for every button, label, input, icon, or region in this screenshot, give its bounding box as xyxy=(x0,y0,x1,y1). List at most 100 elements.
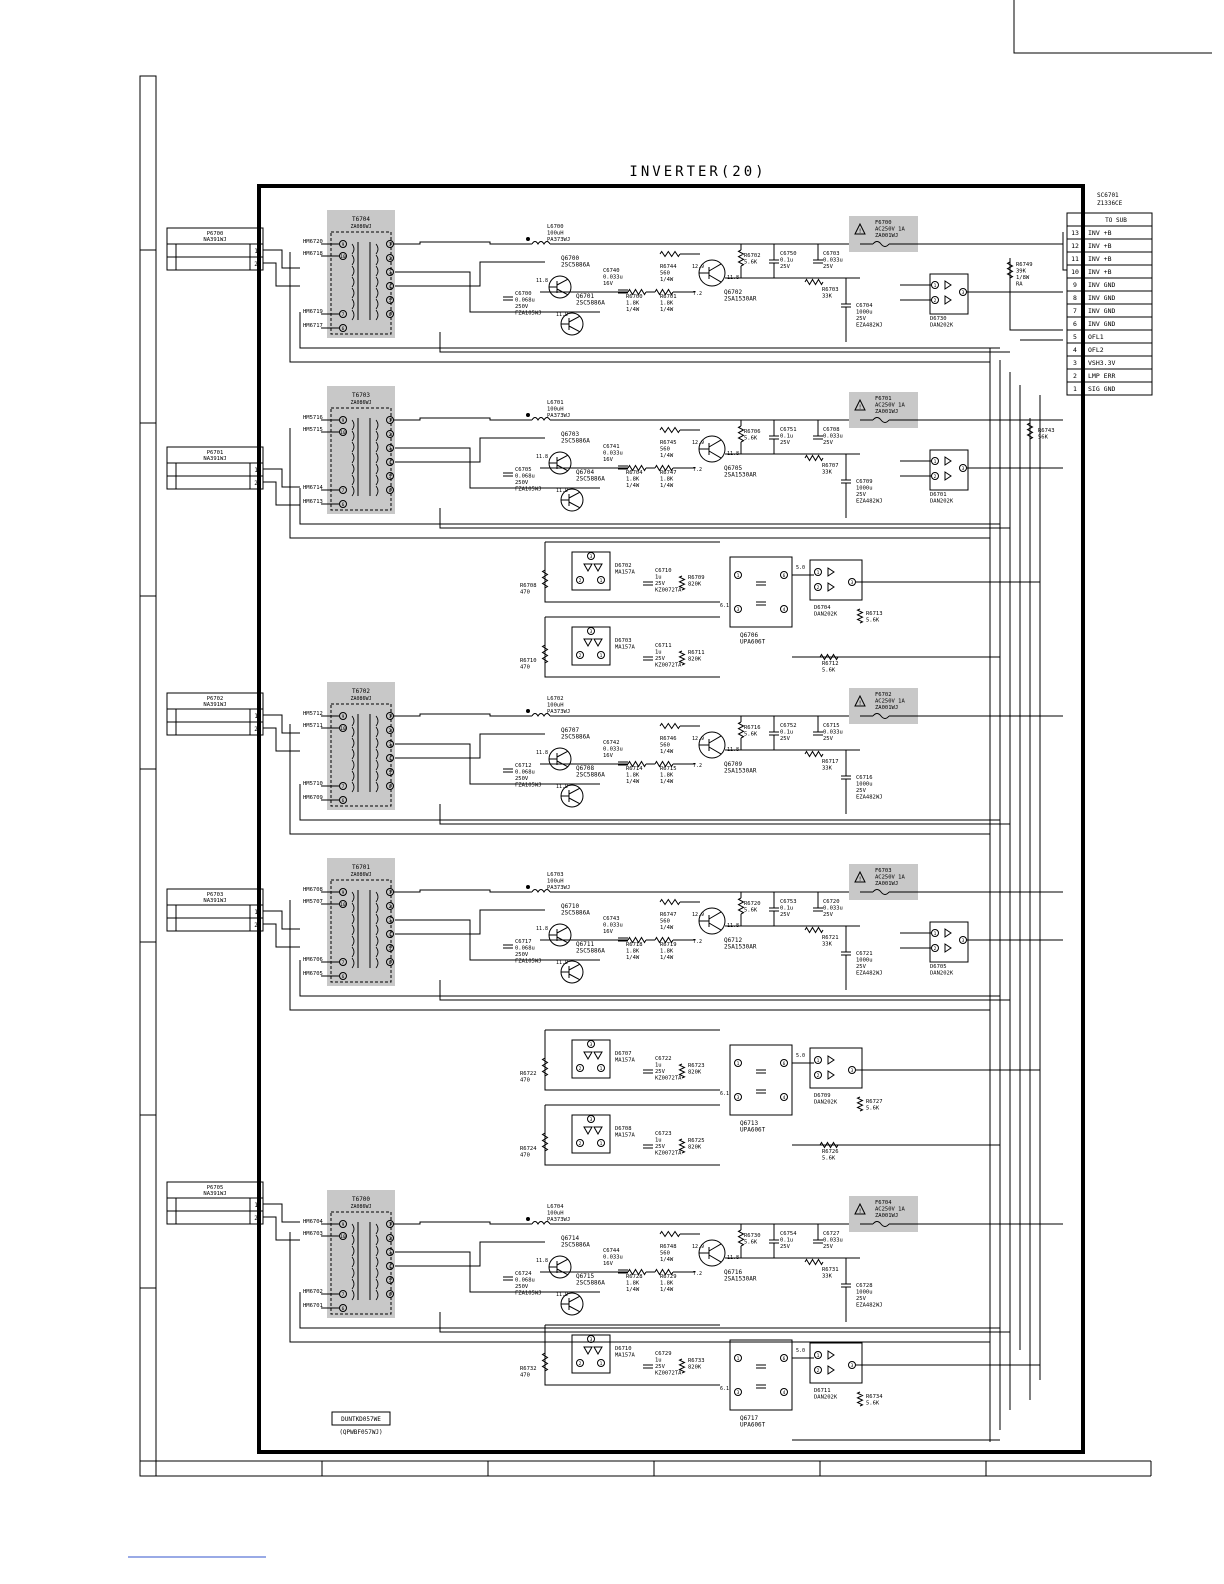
fuse-label: ZA001WJ xyxy=(875,409,898,415)
transformer-part: ZA086WJ xyxy=(350,1204,371,1210)
output-wire xyxy=(725,420,860,518)
pin-circle xyxy=(814,1071,822,1079)
detect-r2-label: R6733 xyxy=(688,1358,705,1364)
pin-circle xyxy=(780,605,788,613)
detect-r2-label: R6709 xyxy=(688,575,705,581)
r-d-label: 5.6K xyxy=(744,908,758,914)
inductor-label: PA373WJ xyxy=(547,885,570,891)
inverter-stage: T6704ZA086WJ91076123456HM6720HM6718HM671… xyxy=(289,210,1063,363)
fuse-label: ZA001WJ xyxy=(875,1213,898,1219)
sc-pin-number: 4 xyxy=(1073,346,1077,354)
pin-circle xyxy=(386,296,394,304)
c-b-label: 0.033u xyxy=(823,1238,843,1244)
pwb-part: (QPWBF057WJ) xyxy=(339,1429,382,1436)
c-big-label: C6728 xyxy=(856,1283,873,1289)
pin-circle xyxy=(576,1064,584,1072)
supply-wire xyxy=(394,241,860,245)
pin-circle xyxy=(386,916,394,924)
pin-number: 1 xyxy=(817,1353,820,1359)
q-upper-label: 2SC5886A xyxy=(561,262,590,269)
pin-circle xyxy=(339,972,347,980)
inductor-label: 100uH xyxy=(547,879,564,885)
pin-number: 6 xyxy=(389,488,392,494)
inductor-label: PA373WJ xyxy=(547,237,570,243)
r-d-label: 5.6K xyxy=(744,1240,758,1246)
tank-cap-label: FZA105WJ xyxy=(515,311,542,317)
connector-pin: 2 xyxy=(254,726,258,733)
transformer-ref: T6701 xyxy=(352,864,370,871)
c-b-label: 25V xyxy=(823,264,834,270)
node-voltage: 11.8 xyxy=(536,750,548,756)
pin-number: 7 xyxy=(342,960,345,966)
transistor-leads xyxy=(561,963,580,981)
detect-c-label: 1u xyxy=(655,1063,662,1069)
node-voltage: 6.1 xyxy=(720,1091,729,1097)
pin-number: 1 xyxy=(600,1141,603,1147)
resistor-symbol xyxy=(737,1229,745,1247)
pin-number: 3 xyxy=(962,938,965,944)
detect-d-out-label: D6711 xyxy=(814,1388,831,1394)
return-wire xyxy=(289,428,1010,539)
pin-circle xyxy=(597,1139,605,1147)
winding xyxy=(375,1223,379,1235)
q-upper-label: 2SC5886A xyxy=(561,734,590,741)
sc-pin-number: 8 xyxy=(1073,294,1077,302)
fuse-label: AC250V 1A xyxy=(875,403,905,409)
r-b-label: R6719 xyxy=(660,942,677,948)
node-voltage: 11.8 xyxy=(536,1258,548,1264)
connector-part: NA391WJ xyxy=(203,898,226,904)
supply-wire xyxy=(394,1221,860,1225)
pin-circle xyxy=(339,782,347,790)
pin-number: 3 xyxy=(851,1068,854,1074)
pin-circle xyxy=(814,568,822,576)
r-d-label: R6720 xyxy=(744,901,761,907)
winding xyxy=(375,1245,379,1257)
winding xyxy=(351,924,355,936)
r-e-label: 33K xyxy=(822,766,833,772)
pin-circle xyxy=(339,1304,347,1312)
transistor-leads xyxy=(561,491,580,509)
connector-pin: 1 xyxy=(254,713,258,720)
tank-cap-label: 0.068u xyxy=(515,946,535,952)
pin-number: 1 xyxy=(600,1066,603,1072)
pin-number: 3 xyxy=(590,1042,593,1048)
q-pnp-label: Q6702 xyxy=(724,289,742,296)
resistor-symbol xyxy=(541,644,549,664)
transistor-leads xyxy=(561,315,580,333)
c-big-label: EZA482WJ xyxy=(856,323,883,329)
resistor-symbol xyxy=(804,750,824,758)
pin-number: 1 xyxy=(389,418,392,424)
fuse-label: AC250V 1A xyxy=(875,699,905,705)
tank-cap-label: FZA105WJ xyxy=(515,487,542,493)
fuse-label: AC250V 1A xyxy=(875,1207,905,1213)
warning-icon xyxy=(854,870,866,883)
pin-circle xyxy=(339,428,347,436)
pin-circle xyxy=(848,1066,856,1074)
winding xyxy=(375,1278,379,1290)
pin-circle xyxy=(780,1388,788,1396)
transformer-core xyxy=(357,890,371,968)
r-d-label: R6730 xyxy=(744,1233,761,1239)
winding xyxy=(375,935,379,947)
lamp-connectors: P6700NA391WJ12P6701NA391WJ12P6702NA391WJ… xyxy=(166,227,300,1241)
r-b-label: 1.8K xyxy=(660,949,674,955)
r6749-label: 1/8W xyxy=(1016,275,1030,281)
polarity-dot xyxy=(526,885,530,889)
c-a-label: 25V xyxy=(780,736,791,742)
c-a-label: C6753 xyxy=(780,899,797,905)
winding xyxy=(375,430,379,442)
winding xyxy=(351,770,355,782)
pin-circle xyxy=(814,1366,822,1374)
hm-label: HM6705 xyxy=(303,971,323,977)
detect-r-label: 470 xyxy=(520,590,530,596)
connector-pin: 2 xyxy=(254,480,258,487)
winding xyxy=(375,452,379,464)
sc-pin-name: INV GND xyxy=(1088,307,1115,315)
tank-cap-label: C6712 xyxy=(515,763,532,769)
dual-transistor-package xyxy=(729,1339,793,1411)
base-cap-label: 16V xyxy=(603,1261,614,1267)
tank-cap-label: FZA105WJ xyxy=(515,783,542,789)
diode-symbol xyxy=(944,280,952,305)
